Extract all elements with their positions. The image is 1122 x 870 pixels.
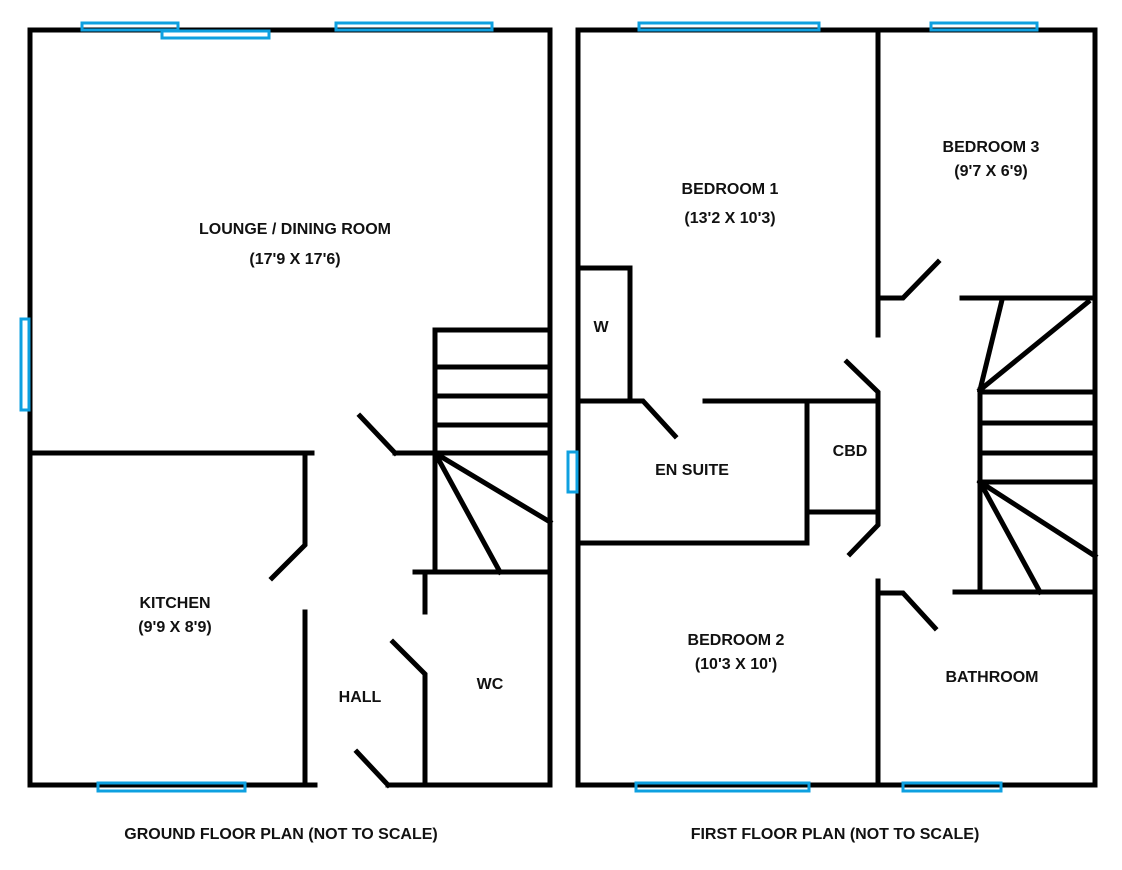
ground-floor-walls <box>27 27 553 788</box>
room-name: BEDROOM 3 <box>942 139 1040 156</box>
room-name: BEDROOM 2 <box>687 632 785 649</box>
room-label-wc: WC <box>476 676 504 693</box>
room-size: (9'7 X 6'9) <box>954 163 1028 180</box>
room-size: (9'9 X 8'9) <box>138 619 212 636</box>
ground-floor-windows <box>19 21 494 793</box>
ground-floor-stairs <box>431 327 554 576</box>
room-label-bedroom-1: BEDROOM 1 (13'2 X 10'3) <box>682 178 779 231</box>
first-floor-stairs <box>976 296 1099 596</box>
room-label-hall: HALL <box>338 689 382 706</box>
first-floor-caption: FIRST FLOOR PLAN (NOT TO SCALE) <box>690 826 980 843</box>
room-label-en-suite: EN SUITE <box>655 462 729 479</box>
room-label-lounge: LOUNGE / DINING ROOM (17'9 X 17'6) <box>199 218 391 272</box>
ground-floor-doors <box>353 412 399 789</box>
room-label-bathroom: BATHROOM <box>945 669 1039 686</box>
room-label-kitchen: KITCHEN (9'9 X 8'9) <box>138 592 211 640</box>
ground-floor-caption: GROUND FLOOR PLAN (NOT TO SCALE) <box>124 826 438 843</box>
room-name: KITCHEN <box>139 595 211 612</box>
room-label-bedroom-2: BEDROOM 2 (10'3 X 10') <box>688 629 785 677</box>
room-name: LOUNGE / DINING ROOM <box>199 221 391 238</box>
room-size: (10'3 X 10') <box>694 656 778 673</box>
first-floor-windows <box>566 21 1039 793</box>
room-name: BEDROOM 1 <box>681 181 779 198</box>
first-floor-walls <box>575 27 1098 788</box>
room-label-cupboard: CBD <box>832 443 868 460</box>
room-label-wardrobe: W <box>593 319 609 336</box>
room-label-bedroom-3: BEDROOM 3 (9'7 X 6'9) <box>943 136 1040 184</box>
room-size: (17'9 X 17'6) <box>249 251 341 268</box>
room-size: (13'2 X 10'3) <box>684 210 776 227</box>
